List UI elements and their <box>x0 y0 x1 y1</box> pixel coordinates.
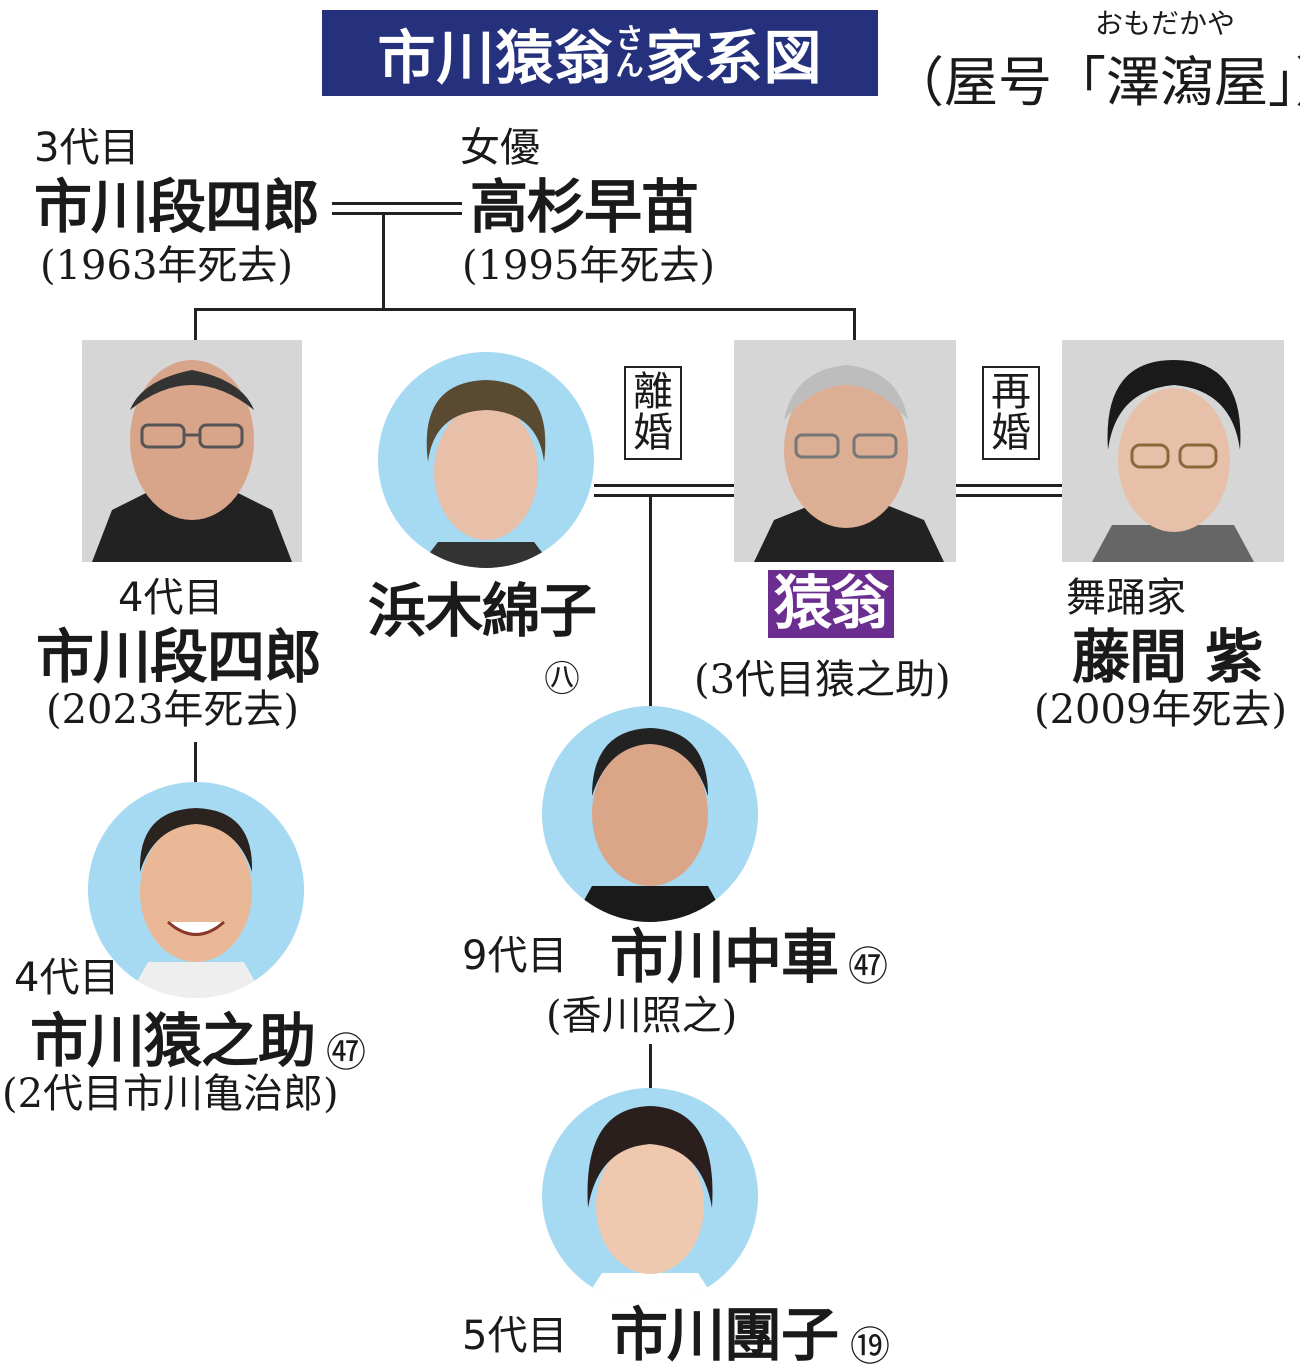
chusha-note: (香川照之) <box>546 993 738 1039</box>
fujima-note: (2009年死去) <box>1034 687 1288 733</box>
ennosuke-old-note: (3代目猿之助) <box>694 657 951 703</box>
drop-danshiro4 <box>194 308 197 340</box>
title-honorific: さん <box>615 22 644 82</box>
danshiro4-note: (2023年死去) <box>46 687 300 733</box>
danko-age: ⑲ <box>850 1324 890 1370</box>
divorce-line-top <box>594 484 734 487</box>
danshiro4-name: 市川段四郎 <box>36 623 322 691</box>
drop-ennosuke-old <box>853 308 856 340</box>
chusha-photo <box>542 706 758 922</box>
yago-ruby: おもだかや <box>1094 7 1235 40</box>
danshiro3-role: 3代目 <box>34 125 140 171</box>
descent-line-ennosuke4 <box>194 742 197 782</box>
danko-name: 市川團子 <box>610 1301 839 1369</box>
descent-line-gen1 <box>382 214 385 310</box>
marriage-line-bottom <box>332 212 462 215</box>
chusha-role: 9代目 <box>462 933 568 979</box>
diagram-title: 市川猿翁 さん 家系図 <box>322 10 878 96</box>
chusha-age: ㊼ <box>848 944 888 990</box>
takasugi-name: 高杉早苗 <box>470 173 699 241</box>
ennosuke4-photo <box>88 782 304 998</box>
danshiro4-role: 4代目 <box>118 575 224 621</box>
hamaki-photo <box>378 352 594 568</box>
ennosuke4-age: ㊼ <box>326 1030 366 1076</box>
hamaki-age: ㊇ <box>544 659 581 700</box>
title-main-b: 家系図 <box>645 24 823 92</box>
marriage-line-top <box>332 202 462 205</box>
takasugi-role: 女優 <box>460 125 540 171</box>
ennosuke4-note: (2代目市川亀治郎) <box>2 1071 339 1117</box>
yago-text: （屋号「澤瀉屋」） <box>890 51 1300 114</box>
danshiro3-note: (1963年死去) <box>40 243 294 289</box>
fujima-photo <box>1062 340 1284 562</box>
danko-role: 5代目 <box>462 1313 568 1359</box>
danko-photo <box>542 1088 758 1304</box>
divorce-label: 離 婚 <box>624 366 682 460</box>
ennosuke-old-name: 猿翁 <box>768 570 895 638</box>
divorce-line-bottom <box>594 494 734 497</box>
title-main-a: 市川猿翁 <box>377 24 614 92</box>
ennosuke4-name: 市川猿之助 <box>30 1007 316 1075</box>
ennosuke-old-photo <box>734 340 956 562</box>
fujima-role: 舞踊家 <box>1066 575 1186 621</box>
remarriage-line-bottom <box>956 494 1062 497</box>
descent-line-chusha <box>649 496 652 708</box>
ennosuke4-role: 4代目 <box>14 955 120 1001</box>
remarriage-line-top <box>956 484 1062 487</box>
takasugi-note: (1995年死去) <box>462 243 716 289</box>
danshiro4-photo <box>82 340 302 562</box>
remarriage-label: 再 婚 <box>982 366 1040 460</box>
danshiro3-name: 市川段四郎 <box>34 173 320 241</box>
chusha-name: 市川中車 <box>610 923 839 991</box>
hamaki-name: 浜木綿子 <box>368 577 597 645</box>
sibling-line <box>194 308 856 311</box>
fujima-name: 藤間 紫 <box>1072 623 1263 691</box>
descent-line-danko <box>649 1044 652 1088</box>
